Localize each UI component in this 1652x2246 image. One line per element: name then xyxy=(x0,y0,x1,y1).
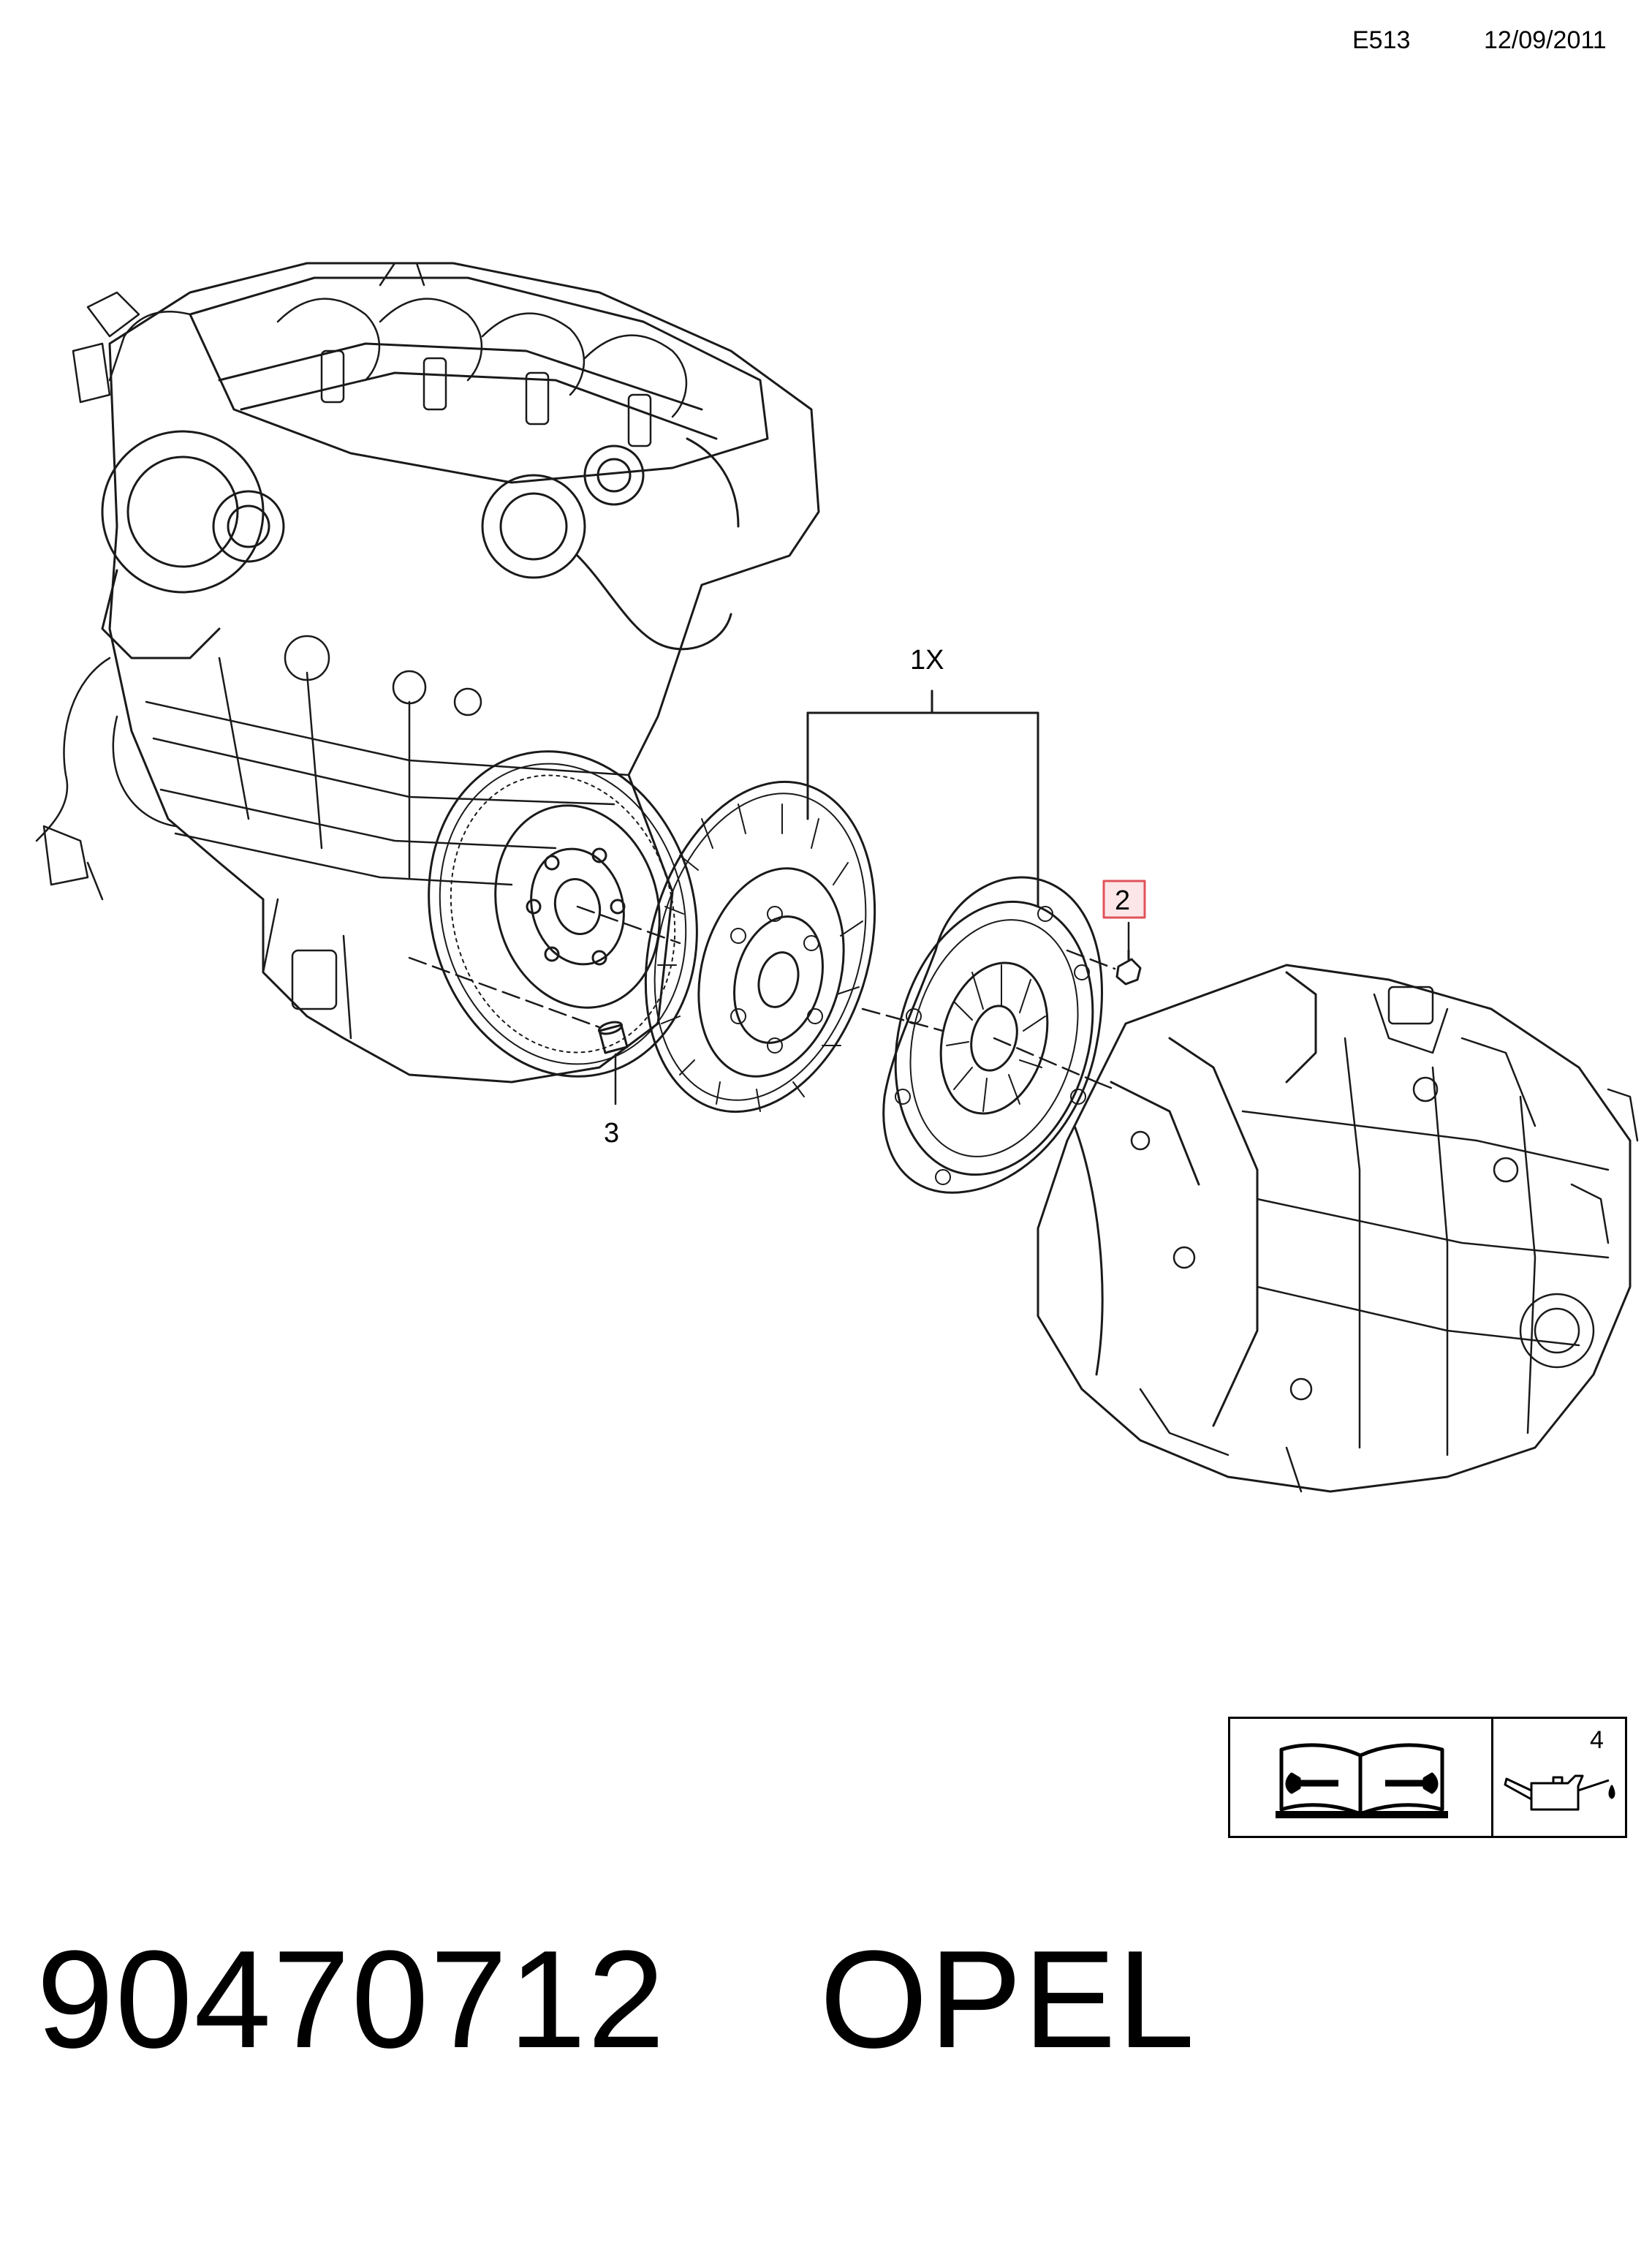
bolt xyxy=(1115,949,1142,986)
service-info-box: 4 xyxy=(1228,1717,1627,1838)
dowel-bushing xyxy=(597,1021,629,1054)
brand-name: OPEL xyxy=(819,1922,1197,2077)
manual-wrench-icon xyxy=(1276,1743,1448,1818)
callout-assembly-label: 1X xyxy=(910,645,944,676)
pressure-plate xyxy=(882,876,1103,1194)
diagram-date: 12/09/2011 xyxy=(1484,26,1607,54)
info-box-divider xyxy=(1491,1719,1493,1836)
diagram-code: E513 xyxy=(1352,26,1411,54)
assembly-bracket xyxy=(806,689,1039,908)
engine-block-illustration xyxy=(35,262,820,1084)
oil-can-icon xyxy=(1504,1774,1615,1811)
callout-bolt-label: 2 xyxy=(1115,885,1130,916)
callout-bushing-label: 3 xyxy=(604,1118,619,1149)
part-number: 90470712 xyxy=(37,1922,667,2077)
quantity-label: 4 xyxy=(1590,1726,1604,1754)
assembly-axis-lines xyxy=(408,905,1116,1084)
clutch-disc xyxy=(644,780,876,1113)
callout-bolt-highlight xyxy=(1102,880,1146,919)
flywheel xyxy=(428,750,698,1078)
transmission-illustration xyxy=(1037,964,1639,1493)
